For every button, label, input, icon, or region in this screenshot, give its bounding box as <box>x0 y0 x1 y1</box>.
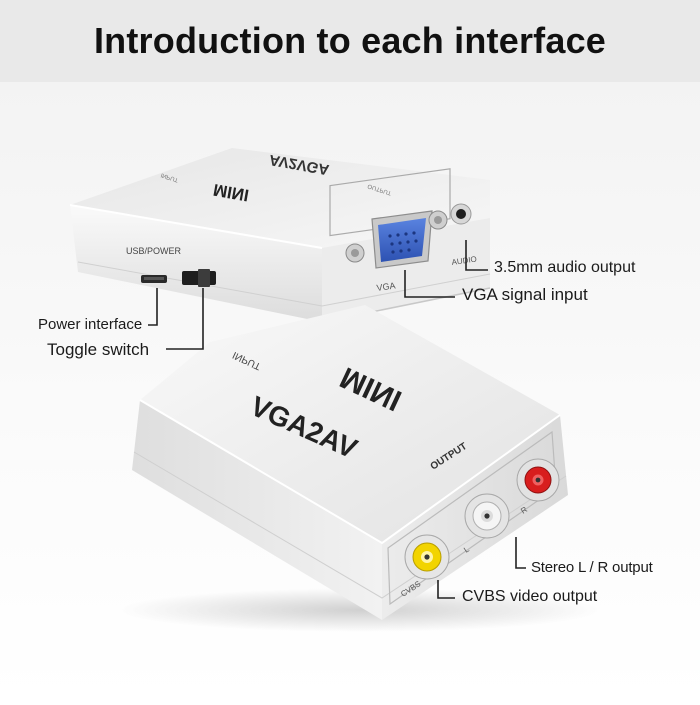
rca-yellow-jack <box>404 534 450 580</box>
rca-white-jack <box>464 493 510 539</box>
front-device: MINI VGA2AV INPUT OUTPUT <box>120 305 600 632</box>
product-scene: AV2VGA MINI INPUT OUTPUT USB/POWER <box>0 82 700 700</box>
back-input-label: INPUT <box>160 171 179 182</box>
stereo-output-callout: Stereo L / R output <box>531 559 653 576</box>
header-banner: Introduction to each interface <box>0 0 700 82</box>
page-title: Introduction to each interface <box>93 20 607 61</box>
vga-port <box>345 210 448 269</box>
rca-red-jack <box>516 458 560 502</box>
vga-input-callout: VGA signal input <box>462 285 588 304</box>
power-interface-callout: Power interface <box>38 316 143 333</box>
audio-label: AUDIO <box>451 255 477 267</box>
l-label: L <box>462 544 471 554</box>
cvbs-output-callout: CVBS video output <box>462 588 598 605</box>
toggle-switch-callout: Toggle switch <box>47 340 150 359</box>
audio-jack <box>450 203 472 225</box>
vga-label: VGA <box>376 280 396 293</box>
audio-output-callout: 3.5mm audio output <box>494 259 636 276</box>
product-illustration: AV2VGA MINI INPUT OUTPUT USB/POWER <box>0 82 700 700</box>
callout-lines <box>148 240 526 599</box>
usb-power-label: USB/POWER <box>126 246 182 256</box>
r-label: R <box>519 505 529 516</box>
